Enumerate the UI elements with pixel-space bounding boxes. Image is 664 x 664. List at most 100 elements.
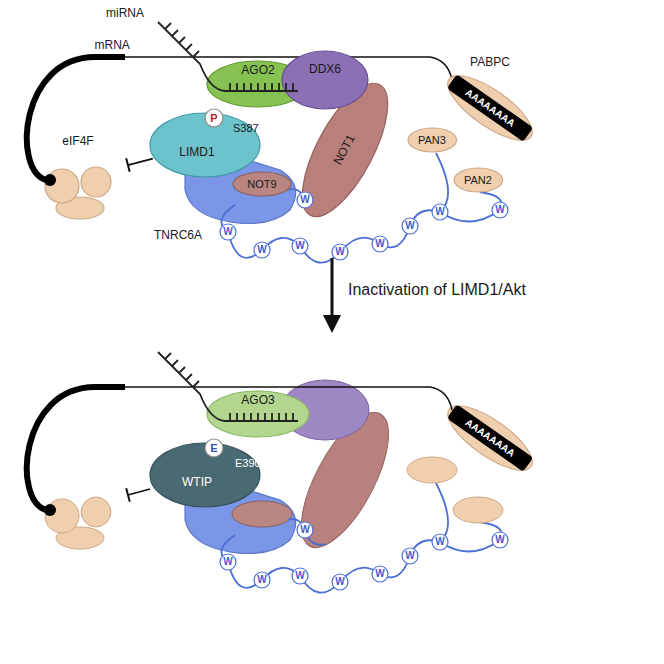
molecule-label: mRNA	[95, 39, 130, 53]
node-text: W	[295, 240, 304, 252]
shape-outline	[372, 236, 388, 252]
node-text: AGO2	[241, 64, 274, 78]
shape-outline	[332, 244, 348, 260]
node-text: PABPC	[470, 56, 510, 70]
mrna-5prime	[27, 387, 125, 510]
inhibition-line	[128, 489, 150, 495]
node-text: W	[435, 536, 444, 548]
node-text: W	[223, 226, 232, 238]
protein-ellipse: AGO3	[206, 390, 310, 438]
motif-circle: W	[401, 217, 419, 235]
shape-outline	[448, 75, 533, 141]
protein-ellipse: PAN3	[407, 127, 458, 153]
node-text: W	[405, 550, 414, 562]
node-shape	[149, 442, 261, 508]
shape-outline	[402, 548, 418, 564]
shape-outline	[150, 113, 260, 177]
shape-outline	[292, 568, 308, 584]
polya-tail: AAAAAAAA	[448, 75, 533, 141]
node-text: eIF4F	[62, 135, 93, 149]
site-label: S387	[233, 122, 259, 135]
motif-circle: W	[491, 201, 509, 219]
shape-outline	[332, 574, 348, 590]
motif-circle: W	[371, 565, 389, 583]
shape-outline	[207, 391, 309, 437]
shape-outline	[292, 238, 308, 254]
pan3-shape	[407, 457, 457, 483]
node-text: PAN3	[418, 134, 446, 147]
motif-circle: W	[491, 531, 509, 549]
shape-outline	[372, 566, 388, 582]
node-text: W	[300, 524, 309, 536]
mutation-circle: E	[204, 438, 224, 458]
motif-circle: W	[291, 567, 309, 585]
node-text: W	[495, 204, 504, 216]
node-text: W	[300, 194, 309, 206]
node-text: W	[375, 568, 384, 580]
not9-shape	[232, 501, 292, 527]
node-text: W	[335, 246, 344, 258]
shape-outline	[432, 204, 448, 220]
mirna-strand	[158, 22, 298, 91]
shape-outline	[454, 168, 503, 192]
shape-outline	[233, 172, 291, 196]
pan2-shape	[453, 497, 503, 523]
node-text: NOT9	[247, 178, 276, 191]
transition-label: Inactivation of LIMD1/Akt	[348, 281, 526, 299]
motif-circle: W	[219, 223, 237, 241]
node-text: W	[495, 534, 504, 546]
cap-dot	[44, 504, 56, 516]
shape-outline	[254, 242, 270, 258]
node-text: W	[223, 556, 232, 568]
motif-circle: W	[253, 571, 271, 589]
shape-outline	[81, 167, 111, 197]
shape-outline	[205, 109, 223, 127]
node-text: PAN2	[464, 174, 492, 187]
node-text: LIMD1	[179, 146, 214, 160]
connector-line	[128, 159, 153, 165]
motif-circle: W	[331, 243, 349, 261]
molecule-label: TNRC6A	[154, 229, 202, 243]
shape-outline	[492, 532, 508, 548]
cap-dot	[44, 174, 56, 186]
shape-outline	[297, 192, 313, 208]
node-text: W	[435, 206, 444, 218]
node-text: AGO3	[241, 394, 274, 408]
protein-ellipse: NOT9	[232, 171, 292, 197]
protein-ellipse: DDX6	[281, 50, 369, 110]
motif-circle: W	[431, 203, 449, 221]
motif-circle: W	[296, 191, 314, 209]
node-text: DDX6	[309, 63, 341, 77]
motif-circle: W	[401, 547, 419, 565]
shape-outline	[205, 439, 223, 457]
node-text: W	[257, 574, 266, 586]
shape-outline	[408, 128, 457, 152]
motif-circle: W	[371, 235, 389, 253]
node-text: W	[375, 238, 384, 250]
node-text: W	[335, 576, 344, 588]
node-text: W	[405, 220, 414, 232]
node-text: W	[257, 244, 266, 256]
protein-ellipse: PAN2	[453, 167, 504, 193]
shape-outline	[448, 405, 533, 471]
tnrc6a-tail	[221, 483, 501, 593]
node-shape	[281, 50, 369, 110]
protein-shape: eIF4F	[30, 133, 126, 223]
motif-circle: W	[291, 237, 309, 255]
node-text: W	[295, 570, 304, 582]
inhibition-connector	[126, 158, 153, 172]
protein-ellipse: WTIP	[149, 442, 261, 508]
inhibition-bar	[126, 488, 130, 502]
shape-outline	[45, 169, 79, 203]
motif-circle: W	[253, 241, 271, 259]
node-text: P	[210, 112, 217, 125]
shape-outline	[402, 218, 418, 234]
arrow-head	[323, 315, 341, 333]
inhibition-bar	[126, 158, 130, 172]
eif4f-shape	[45, 497, 111, 549]
shape-outline	[432, 534, 448, 550]
motif-circle: W	[296, 521, 314, 539]
shape-outline	[254, 572, 270, 588]
molecule-label: miRNA	[106, 7, 144, 21]
motif-circle: W	[431, 533, 449, 551]
